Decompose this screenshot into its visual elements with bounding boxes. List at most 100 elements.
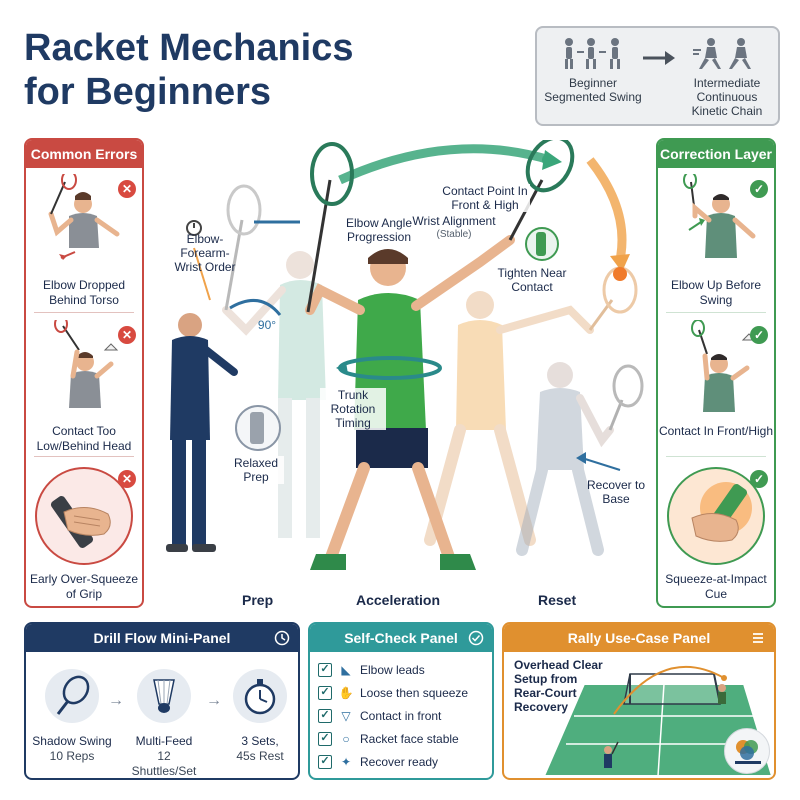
segmented-figures-icon [565,38,620,69]
drill-flow-panel: Drill Flow Mini-Panel Shadow Swing 10 Re… [24,622,300,780]
academy-logo [724,728,770,774]
self-check-label: Loose then squeeze [360,685,469,700]
checkbox-checked[interactable]: ✓ [318,708,332,723]
error-item-elbow: ✕ Elbow Dropped Behind Torso [26,174,142,308]
checkbox-checked[interactable]: ✓ [318,662,332,677]
self-check-item[interactable]: ✓ ▽ Contact in front [318,704,486,727]
self-check-title: Self-Check Panel [344,630,458,646]
drill-step-multifeed: Multi-Feed 12 Shuttles/Set [124,668,204,778]
legend-intermediate: Intermediate Continuous Kinetic Chain [677,36,777,118]
self-check-header: Self-Check Panel [310,624,492,652]
x-mark-icon: ✕ [118,326,136,344]
arrow-right-icon: → [108,692,124,709]
hand-icon: ✋ [338,685,354,700]
common-errors-header: Common Errors [26,140,142,168]
correction-label-3: Squeeze-at-Impact Cue [665,572,767,601]
swing-sequence-illustration [166,140,644,570]
rally-description: Overhead Clear Setup from Rear-Court Rec… [514,658,603,714]
swing-legend: Beginner Segmented Swing Intermediate Co… [535,26,780,126]
divider [666,312,766,313]
racket-icon: ○ [342,731,350,746]
phase-acceleration: Acceleration [356,592,441,608]
elbow-progression-label: Elbow Angle Progression [345,216,413,244]
self-check-label: Contact in front [360,708,442,723]
contact-low-illustration [54,320,119,408]
checkbox-checked[interactable]: ✓ [318,685,332,700]
error-label-3: Early Over-Squeeze of Grip [29,572,139,601]
wrist-alignment-text: Wrist Alignment [412,214,496,228]
elbow-dropped-illustration [48,174,120,260]
court-illustration [544,665,774,777]
drill-step-sub: 45s Rest [236,749,284,763]
self-check-label: Racket face stable [360,731,459,746]
drill-step-title: Shadow Swing [32,734,112,748]
racket-icon [45,669,99,723]
runner-icon: ✦ [340,754,352,769]
phase-reset: Reset [538,592,577,608]
check-circle-icon [468,630,484,646]
x-mark-icon: ✕ [118,470,136,488]
stopwatch-icon [233,669,287,723]
correction-label-2: Contact In Front/High [658,424,774,438]
contact-point-label: Contact Point In Front & High [440,184,530,212]
check-mark-icon: ✓ [750,470,768,488]
common-errors-panel: Common Errors ✕ Elbow Dropped Behind Tor… [24,138,144,608]
elbow-icon: ◣ [341,662,351,677]
logo-mark-icon [735,740,761,764]
title-line-2: for Beginners [24,71,272,113]
error-item-contact: ✕ Contact Too Low/Behind Head [26,320,142,454]
divider [34,456,134,457]
rally-use-case-panel: Rally Use-Case Panel Overhead Clear Setu… [502,622,776,780]
elbow-order-label: Elbow-Forearm-Wrist Order [174,232,236,274]
checkbox-checked[interactable]: ✓ [318,754,332,769]
list-icon [753,633,763,643]
x-mark-icon: ✕ [118,180,136,198]
error-item-grip: ✕ Early Over-Squeeze of Grip [26,464,142,602]
error-label-1: Elbow Dropped Behind Torso [42,278,126,307]
self-check-panel: Self-Check Panel ✓ ◣ Elbow leads ✓ ✋ Loo… [308,622,494,780]
self-check-label: Elbow leads [360,662,425,677]
self-check-list: ✓ ◣ Elbow leads ✓ ✋ Loose then squeeze ✓… [318,658,486,773]
drill-flow-header: Drill Flow Mini-Panel [26,624,298,652]
self-check-item[interactable]: ✓ ○ Racket face stable [318,727,486,750]
drill-step-title: Multi-Feed [135,734,193,748]
arrow-right-icon [643,51,675,65]
wrist-stable-text: (Stable) [436,229,472,240]
rally-header: Rally Use-Case Panel [504,624,774,652]
legend-beginner-label: Beginner Segmented Swing [544,76,642,104]
self-check-item[interactable]: ✓ ◣ Elbow leads [318,658,486,681]
self-check-item[interactable]: ✓ ✦ Recover ready [318,750,486,773]
squeeze-impact-illustration [667,467,765,565]
correction-item-grip: ✓ Squeeze-at-Impact Cue [658,464,774,602]
arrow-right-icon: → [206,692,222,709]
legend-intermediate-label: Intermediate Continuous Kinetic Chain [691,76,763,118]
drill-step-title: 3 Sets, [241,734,279,748]
trunk-rotation-label: Trunk Rotation Timing [320,388,386,430]
legend-beginner: Beginner Segmented Swing [543,36,643,104]
correction-layer-header: Correction Layer [658,140,774,168]
angle-label: 90° [257,318,277,332]
correction-item-elbow: ✓ Elbow Up Before Swing [658,174,774,308]
elbow-up-illustration [683,174,756,258]
drill-step-sub: 10 Reps [49,749,95,763]
correction-item-contact: ✓ Contact In Front/High [658,320,774,439]
continuous-figures-icon [693,38,751,69]
drill-step-sets: 3 Sets, 45s Rest [220,668,298,764]
tighten-label: Tighten Near Contact [492,266,572,294]
relaxed-prep-label: Relaxed Prep [228,456,284,484]
rally-title: Rally Use-Case Panel [567,630,711,646]
wrist-alignment-label: Wrist Alignment (Stable) [412,214,496,242]
drill-step-sub: 12 Shuttles/Set [131,749,197,778]
grip-squeeze-illustration [35,467,133,565]
check-mark-icon: ✓ [750,180,768,198]
error-label-2: Contact Too Low/Behind Head [36,424,132,453]
self-check-item[interactable]: ✓ ✋ Loose then squeeze [318,681,486,704]
drill-flow-title: Drill Flow Mini-Panel [93,630,231,646]
divider [34,312,134,313]
swing-sequence: Elbow-Forearm-Wrist Order 90° Elbow Angl… [150,140,650,610]
page-title: Racket Mechanics for Beginners [24,26,354,114]
title-line-1: Racket Mechanics [24,27,354,69]
shuttlecock-icon [137,669,191,723]
checkbox-checked[interactable]: ✓ [318,731,332,746]
correction-layer-panel: Correction Layer ✓ Elbow Up Before Swing… [656,138,776,608]
